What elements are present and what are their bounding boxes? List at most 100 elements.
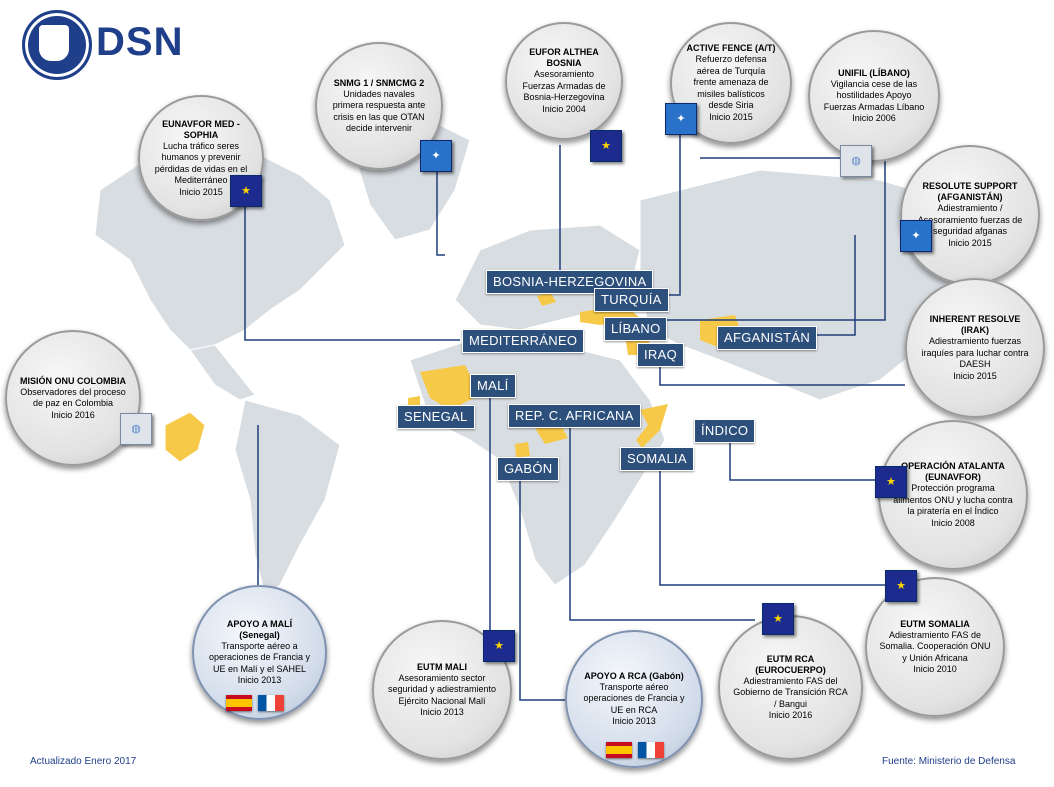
un-icon: ◍: [120, 413, 152, 445]
mission-title: EUFOR ALTHEA BOSNIA: [529, 47, 599, 69]
somalia-highlight: [636, 404, 668, 448]
line-atalanta: [729, 440, 875, 481]
eu-flag-icon: ★: [875, 466, 907, 498]
tag-mali: MALÍ: [470, 374, 516, 398]
mission-title: EUNAVFOR MED - SOPHIA: [162, 118, 240, 140]
senegal-highlight: [408, 396, 420, 405]
mission-year: Inicio 2016: [51, 409, 95, 420]
mission-inherent: INHERENT RESOLVE (IRAK) Adiestramiento f…: [905, 278, 1045, 418]
mali-highlight: [420, 365, 480, 410]
spain-flag-icon: [226, 695, 252, 711]
tag-bosnia: BOSNIA-HERZEGOVINA: [486, 270, 654, 294]
tag-afganistan: AFGANISTÁN: [717, 326, 818, 350]
mission-eutm-rca: EUTM RCA (EUROCUERPO) Adiestramiento FAS…: [718, 615, 863, 760]
tag-rca: REP. C. AFRICANA: [508, 404, 641, 428]
mission-apoyo-rca: APOYO A RCA (Gabón) Transporte aéreo ope…: [565, 630, 703, 768]
mission-title: ACTIVE FENCE (A/T): [686, 43, 776, 54]
nato-icon: ✦: [420, 140, 452, 172]
flags-es-fr: [606, 742, 664, 758]
mission-title: APOYO A RCA (Gabón): [584, 670, 684, 681]
tag-indico: ÍNDICO: [694, 419, 756, 443]
mission-body: Refuerzo defensa aérea de Turquía frente…: [693, 54, 769, 111]
central-america-shape: [189, 344, 256, 401]
mission-body: Transporte aéreo operaciones de Francia …: [583, 681, 685, 715]
mission-body: Unidades navales primera respuesta ante …: [332, 88, 426, 134]
mission-title: INHERENT RESOLVE (IRAK): [929, 314, 1021, 336]
footer-source: Fuente: Ministerio de Defensa: [882, 756, 1016, 767]
gabon-highlight: [515, 442, 530, 458]
mission-year: Inicio 2015: [709, 111, 753, 122]
nato-icon: ✦: [665, 103, 697, 135]
mission-year: Inicio 2015: [948, 237, 992, 248]
mission-year: Inicio 2013: [420, 707, 464, 718]
mission-title: OPERACIÓN ATALANTA (EUNAVFOR): [901, 461, 1005, 483]
mission-title: APOYO A MALÍ (Senegal): [226, 618, 293, 640]
line-eunavfor: [244, 205, 460, 341]
mission-year: Inicio 2010: [913, 664, 957, 675]
mission-body: Adiestramiento fuerzas iraquíes para luc…: [921, 336, 1029, 370]
line-unifil: [665, 157, 886, 321]
mission-year: Inicio 2015: [179, 186, 223, 197]
mission-eunavfor-med: EUNAVFOR MED - SOPHIA Lucha tráfico sere…: [138, 95, 264, 221]
mission-body: Protección programa alimentos ONU y luch…: [893, 483, 1013, 517]
bosnia-highlight: [537, 292, 556, 306]
line-resolute: [815, 235, 856, 336]
un-icon: ◍: [840, 145, 872, 177]
mission-body: Adiestramiento FAS del Gobierno de Trans…: [733, 675, 848, 709]
line-active-fence: [665, 130, 681, 296]
colombia-highlight: [164, 411, 206, 463]
line-snmg: [436, 165, 445, 256]
mission-title: UNIFIL (LÍBANO): [838, 67, 910, 78]
mission-body: Asesoramiento Fuerzas Armadas de Bosnia-…: [522, 69, 606, 103]
mission-title: SNMG 1 / SNMCMG 2: [333, 77, 425, 88]
mission-body: Asesoramiento sector seguridad y adiestr…: [387, 672, 497, 706]
tag-turquia: TURQUÍA: [594, 288, 669, 312]
mission-title: EUTM RCA (EUROCUERPO): [755, 653, 826, 675]
line-somalia: [659, 465, 885, 586]
mission-body: Vigilancia cese de las hostilidades Apoy…: [823, 78, 925, 112]
mission-year: Inicio 2013: [612, 716, 656, 727]
mission-title: RESOLUTE SUPPORT (AFGANISTÁN): [922, 181, 1018, 203]
mission-body: Observadores del proceso de paz en Colom…: [20, 386, 126, 409]
spain-flag-icon: [606, 742, 632, 758]
mission-year: Inicio 2006: [852, 113, 896, 124]
tag-senegal: SENEGAL: [397, 405, 475, 429]
tag-gabon: GABÓN: [497, 457, 560, 481]
line-eutm-rca: [569, 425, 755, 621]
mission-year: Inicio 2013: [237, 675, 282, 686]
eu-flag-icon: ★: [762, 603, 794, 635]
flags-es-fr: [226, 695, 284, 711]
mission-unifil: UNIFIL (LÍBANO) Vigilancia cese de las h…: [808, 30, 940, 162]
tag-libano: LÍBANO: [604, 317, 668, 341]
mission-onu-colombia: MISIÓN ONU COLOMBIA Observadores del pro…: [5, 330, 141, 466]
line-inherent: [659, 360, 905, 386]
eu-flag-icon: ★: [885, 570, 917, 602]
mission-year: Inicio 2016: [768, 710, 813, 721]
mission-body: Adiestramiento / Asesoramiento fuerzas d…: [917, 203, 1023, 237]
logo-text: DSN: [96, 20, 184, 64]
eu-flag-icon: ★: [483, 630, 515, 662]
footer-updated: Actualizado Enero 2017: [30, 756, 137, 767]
mission-title: MISIÓN ONU COLOMBIA: [20, 375, 126, 386]
france-flag-icon: [638, 742, 664, 758]
france-flag-icon: [258, 695, 284, 711]
mission-body: Adiestramiento FAS de Somalia. Cooperaci…: [879, 629, 991, 663]
mission-body: Transporte aéreo a operaciones de Franci…: [208, 640, 311, 674]
south-america-shape: [234, 399, 341, 596]
tag-somalia: SOMALIA: [620, 447, 694, 471]
nato-icon: ✦: [900, 220, 932, 252]
eu-flag-icon: ★: [230, 175, 262, 207]
mission-body: Lucha tráfico seres humanos y prevenir p…: [154, 140, 248, 186]
dsn-emblem-icon: [22, 10, 92, 80]
rca-highlight: [535, 424, 568, 444]
mission-year: Inicio 2015: [953, 370, 997, 381]
mission-title: EUTM MALI: [417, 661, 467, 672]
mission-title: EUTM SOMALIA: [900, 618, 970, 629]
eu-flag-icon: ★: [590, 130, 622, 162]
tag-iraq: IRAQ: [637, 343, 684, 367]
tag-mediterraneo: MEDITERRÁNEO: [462, 329, 585, 353]
mission-eufor: EUFOR ALTHEA BOSNIA Asesoramiento Fuerza…: [505, 22, 623, 140]
mission-resolute: RESOLUTE SUPPORT (AFGANISTÁN) Adiestrami…: [900, 145, 1040, 285]
mission-year: Inicio 2008: [931, 517, 975, 528]
mission-year: Inicio 2004: [542, 103, 586, 114]
